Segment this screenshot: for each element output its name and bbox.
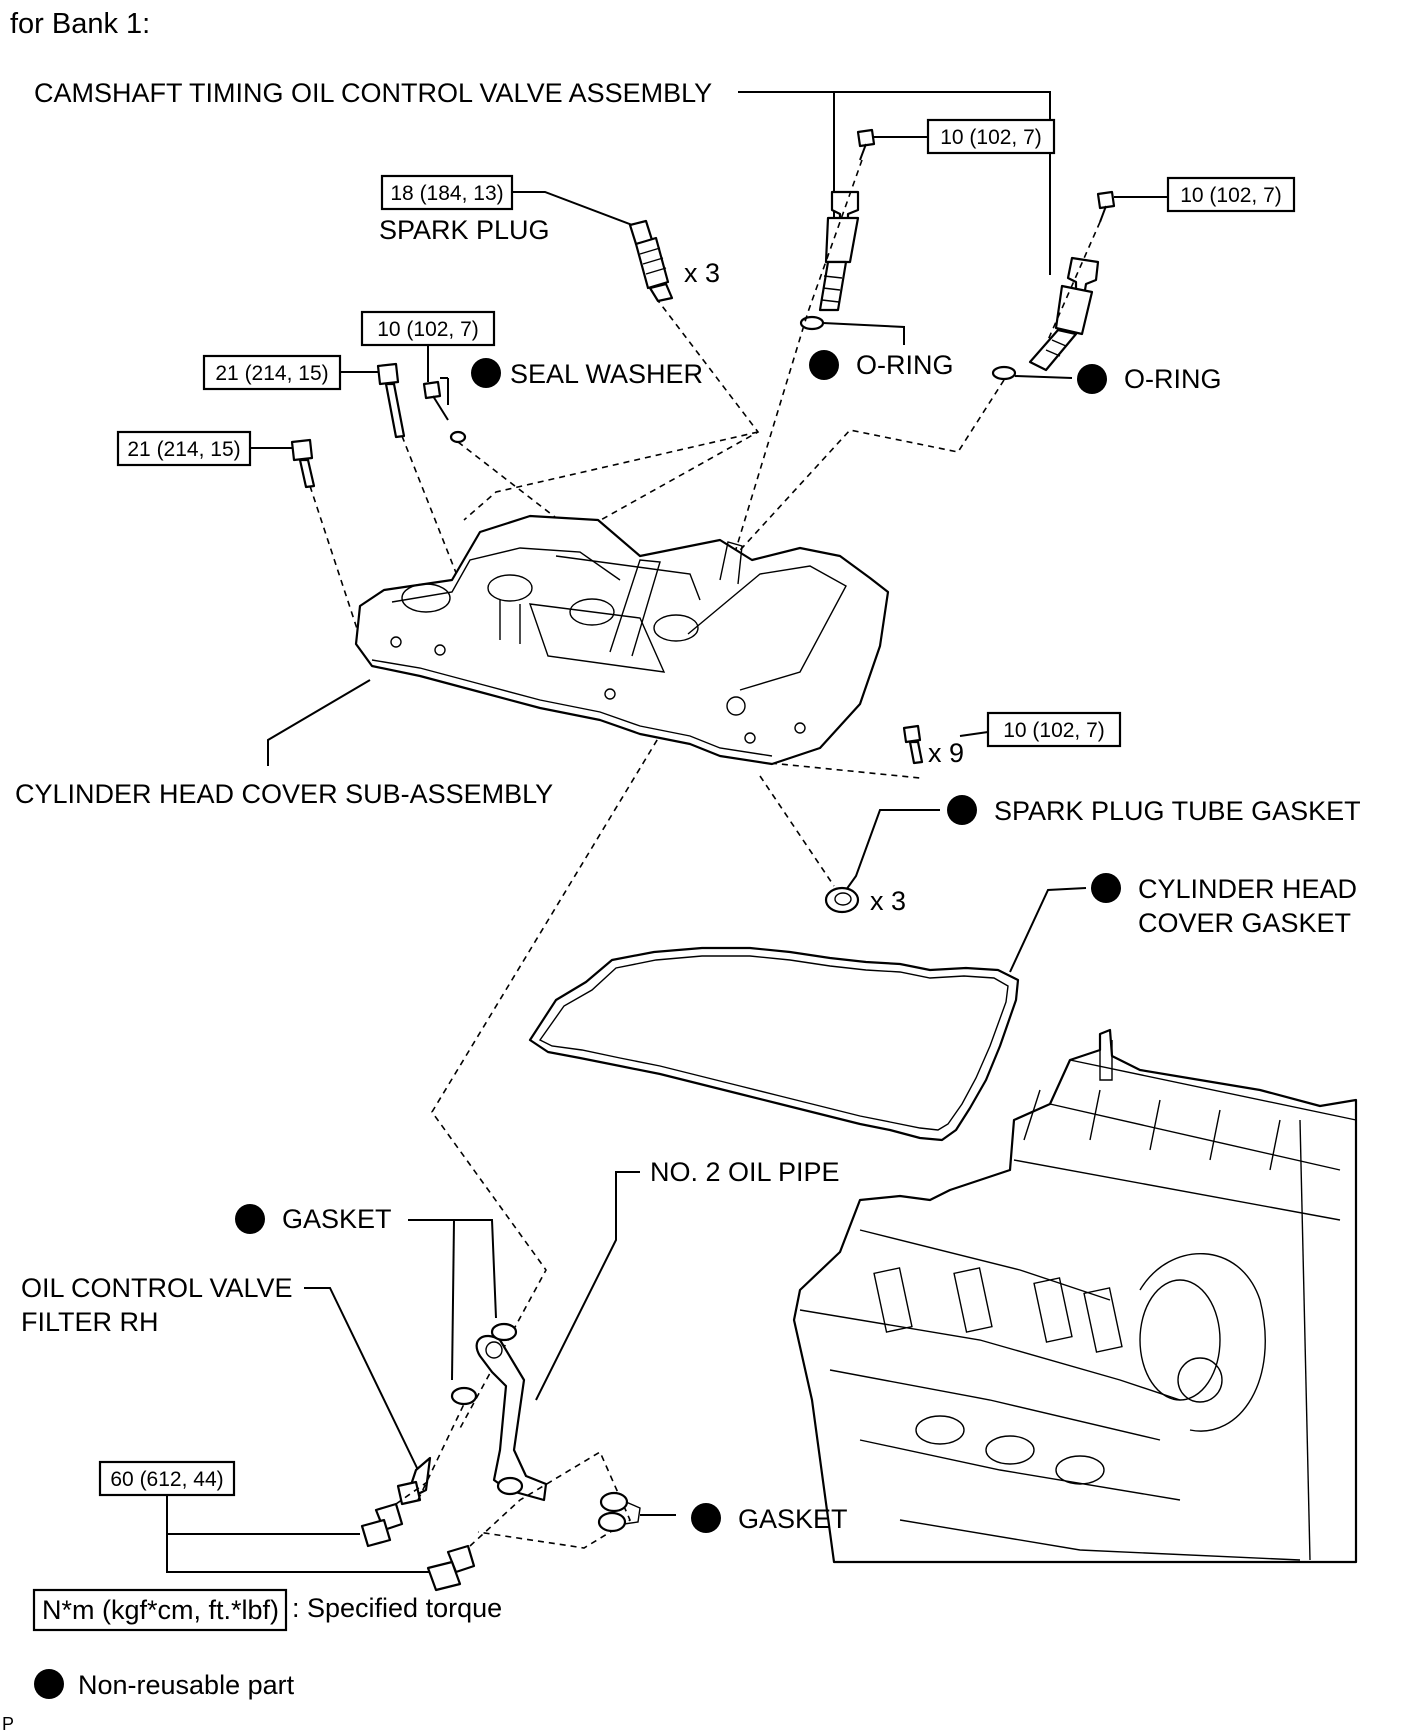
legend-torque-unit: N*m (kgf*cm, ft.*lbf) bbox=[42, 1595, 279, 1625]
torque-box-union-bolts bbox=[98, 1460, 236, 1497]
spark-plug bbox=[628, 219, 674, 303]
valve-bolt-2 bbox=[1096, 190, 1116, 223]
label-seal-washer: SEAL WASHER bbox=[510, 359, 703, 389]
seal-bolt bbox=[422, 380, 449, 421]
torque-cover-bolts-x9: 10 (102, 7) bbox=[1003, 719, 1105, 742]
label-oil-filter-1: OIL CONTROL VALVE bbox=[21, 1273, 293, 1303]
no2-oil-pipe bbox=[475, 1334, 548, 1502]
union-bolt-b bbox=[426, 1544, 476, 1592]
cover-bolt-b bbox=[290, 438, 316, 489]
legend-non-reusable: Non-reusable part bbox=[78, 1670, 295, 1700]
qty-tube-gasket: x 3 bbox=[870, 886, 906, 916]
torque-cover-bolt-a: 21 (214, 15) bbox=[215, 362, 328, 385]
camshaft-valve-1 bbox=[818, 190, 860, 312]
engine-block bbox=[792, 1028, 1358, 1564]
non-reusable-marker-tube-gasket bbox=[947, 795, 977, 825]
non-reusable-marker-cover-gasket bbox=[1091, 873, 1121, 903]
torque-box-seal-bolt bbox=[360, 310, 496, 347]
label-camshaft-valve: CAMSHAFT TIMING OIL CONTROL VALVE ASSEMB… bbox=[34, 78, 712, 108]
legend-torque-desc: : Specified torque bbox=[292, 1593, 502, 1623]
union-bolt-a bbox=[360, 1502, 404, 1548]
legend-non-reusable-marker bbox=[34, 1669, 64, 1699]
label-o-ring-1: O-RING bbox=[856, 350, 954, 380]
torque-cover-bolt-b: 21 (214, 15) bbox=[127, 438, 240, 461]
page-title: for Bank 1: bbox=[10, 8, 150, 40]
torque-box-cover-bolts-x9 bbox=[986, 711, 1122, 748]
torque-box-valve-1 bbox=[926, 118, 1056, 155]
footer-code: P bbox=[2, 1714, 14, 1734]
non-reusable-marker-o-ring-1 bbox=[809, 350, 839, 380]
non-reusable-marker-seal-washer bbox=[471, 358, 501, 388]
cover-bolt-x9 bbox=[902, 724, 924, 765]
label-gasket-lower: GASKET bbox=[738, 1504, 848, 1534]
seal-washer bbox=[449, 430, 467, 444]
o-ring-2 bbox=[991, 365, 1017, 381]
label-spark-plug: SPARK PLUG bbox=[379, 215, 550, 245]
torque-box-valve-2 bbox=[1166, 176, 1296, 213]
oil-control-valve-filter bbox=[396, 1456, 432, 1506]
qty-bolts: x 9 bbox=[928, 738, 964, 768]
non-reusable-marker-gasket-lower bbox=[691, 1503, 721, 1533]
label-spark-plug-tube-gasket: SPARK PLUG TUBE GASKET bbox=[994, 796, 1361, 826]
label-cover-gasket-1: CYLINDER HEAD bbox=[1138, 874, 1357, 904]
label-o-ring-2: O-RING bbox=[1124, 364, 1222, 394]
label-gasket-upper: GASKET bbox=[282, 1204, 392, 1234]
gasket-upper-a bbox=[490, 1322, 518, 1342]
label-cover-gasket-2: COVER GASKET bbox=[1138, 908, 1351, 938]
leader-cylinder-head-cover bbox=[267, 679, 371, 766]
cylinder-head-cover-gasket bbox=[528, 946, 1020, 1142]
gasket-lower bbox=[597, 1491, 641, 1533]
torque-union-bolts: 60 (612, 44) bbox=[110, 1468, 223, 1491]
non-reusable-marker-gasket-upper bbox=[235, 1204, 265, 1234]
o-ring-1 bbox=[799, 315, 825, 331]
cover-bolt-a bbox=[376, 362, 406, 439]
label-cylinder-head-cover: CYLINDER HEAD COVER SUB-ASSEMBLY bbox=[15, 779, 553, 809]
cylinder-head-cover bbox=[354, 514, 890, 766]
qty-spark-plug: x 3 bbox=[684, 258, 720, 288]
torque-seal-bolt: 10 (102, 7) bbox=[377, 318, 479, 341]
camshaft-valve-2 bbox=[1028, 256, 1100, 372]
torque-spark-plug: 18 (184, 13) bbox=[390, 182, 503, 205]
label-no2-oil-pipe: NO. 2 OIL PIPE bbox=[650, 1157, 840, 1187]
leader-camshaft-valve bbox=[738, 91, 1051, 275]
gasket-upper-b bbox=[450, 1386, 478, 1406]
torque-valve-2: 10 (102, 7) bbox=[1180, 184, 1282, 207]
valve-bolt-1 bbox=[856, 128, 876, 161]
torque-valve-1: 10 (102, 7) bbox=[940, 126, 1042, 149]
label-oil-filter-2: FILTER RH bbox=[21, 1307, 159, 1337]
spark-plug-tube-gasket bbox=[824, 886, 860, 914]
non-reusable-marker-o-ring-2 bbox=[1077, 364, 1107, 394]
legend-torque-box bbox=[32, 1588, 288, 1632]
